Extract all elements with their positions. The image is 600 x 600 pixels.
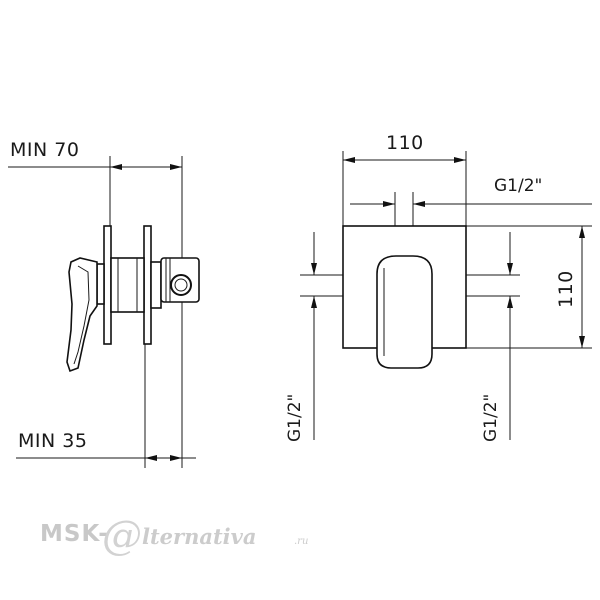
valve-cylinder [110, 257, 145, 313]
watermark-brand: MSK- [40, 521, 109, 547]
outlet-left-dimension: G1/2" [285, 232, 343, 442]
rear-plate [103, 225, 112, 345]
inlet-top-dimension: G1/2" [350, 176, 592, 228]
lever-handle [66, 257, 98, 373]
front-view: 110 G1/2" 110 G [285, 132, 592, 442]
front-lever-handle [376, 255, 433, 369]
height-dimension: 110 [466, 225, 592, 349]
width-dimension: 110 [342, 132, 467, 228]
port-outer-circle [170, 274, 192, 296]
min-front-dimension: MIN 35 [16, 330, 196, 468]
side-view: MIN 70 MIN 35 [8, 139, 200, 468]
min-depth-label: MIN 70 [10, 139, 79, 161]
height-label: 110 [555, 270, 577, 308]
port-inner-circle [174, 278, 188, 292]
rear-ring [96, 263, 105, 305]
outlet-right-dimension: G1/2" [466, 232, 520, 442]
front-ring [150, 261, 162, 309]
outlet-right-label: G1/2" [481, 394, 501, 442]
watermark-logo: MSK- @ lternativa .ru [40, 513, 308, 559]
min-depth-dimension: MIN 70 [8, 139, 183, 468]
watermark-tld: .ru [294, 536, 308, 547]
watermark-rest: lternativa [142, 524, 256, 549]
valve-side-profile [66, 225, 200, 373]
width-label: 110 [386, 132, 424, 154]
watermark-at-glyph: @ [102, 513, 142, 559]
outlet-left-label: G1/2" [285, 394, 305, 442]
front-plate [143, 225, 152, 345]
min-front-label: MIN 35 [18, 430, 87, 452]
inlet-top-label: G1/2" [494, 176, 542, 196]
